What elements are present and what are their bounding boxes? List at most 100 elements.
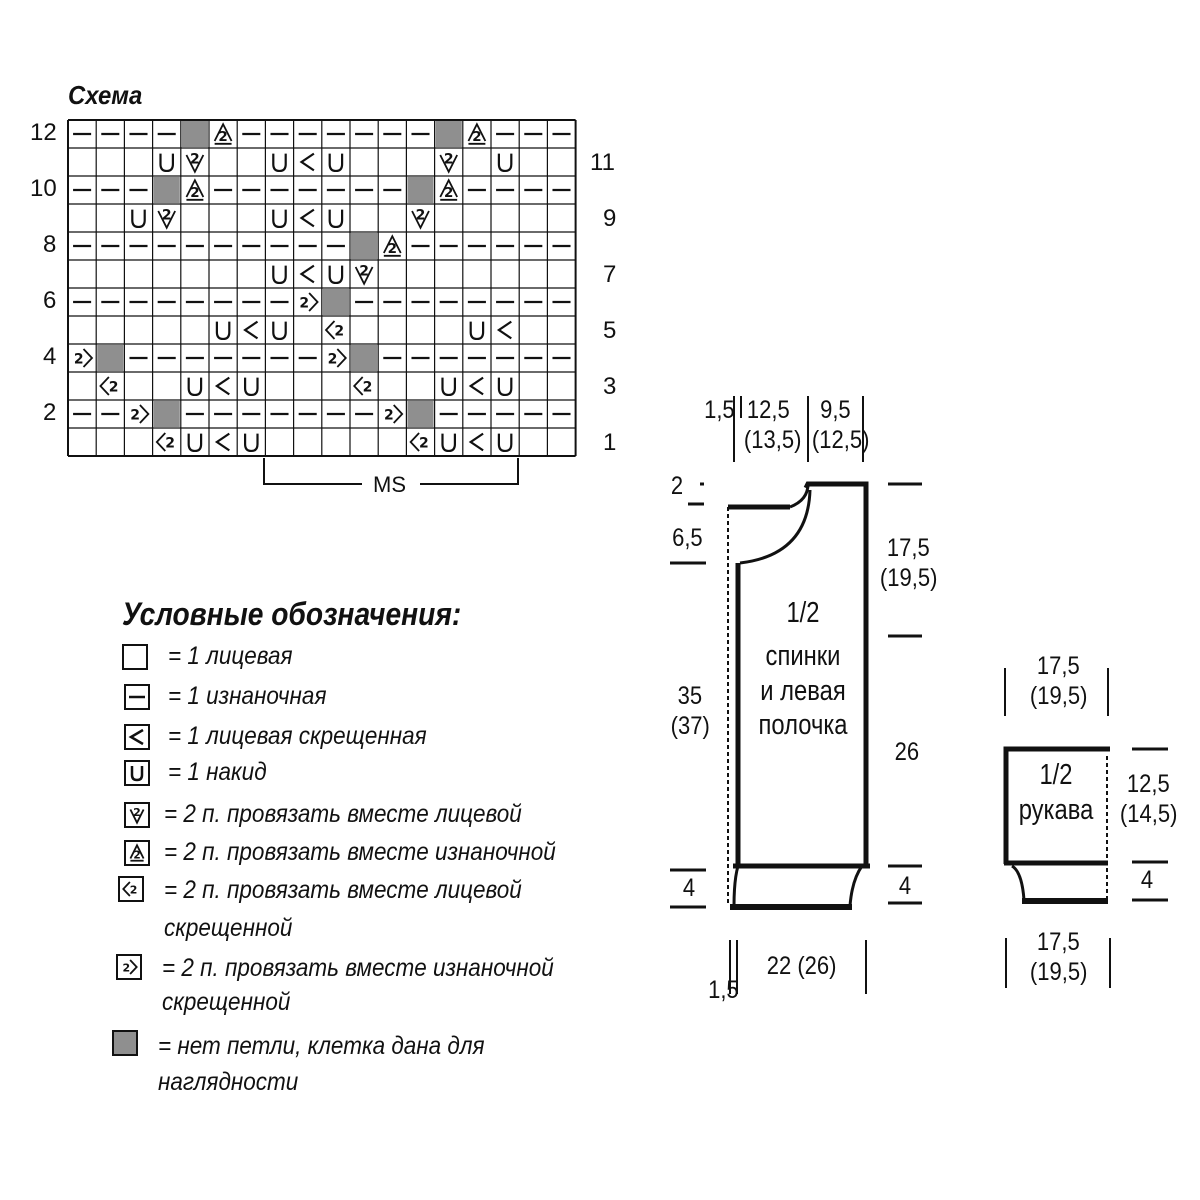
- svg-text:2: 2: [165, 436, 175, 452]
- legend-item-p2tog: = 2 п. провязать вместе изнаночной: [164, 838, 556, 866]
- dim-left-neck-depth: 6,5: [672, 524, 703, 552]
- back-label-line-3: и левая: [760, 674, 846, 707]
- legend-item-p2tog-tbl-line2: скрещенной: [162, 988, 291, 1016]
- less-than-icon: [124, 724, 150, 750]
- svg-text:2: 2: [334, 324, 344, 340]
- chart-cell: [181, 121, 208, 147]
- chart-cell: [299, 152, 315, 172]
- chart-cell: 2: [328, 348, 348, 368]
- chart-cell: [272, 265, 287, 285]
- k2tog-icon: 2: [124, 802, 150, 828]
- chart-cell: [322, 289, 349, 315]
- repeat-label: MS: [373, 472, 406, 497]
- chart-cell: 2: [213, 122, 233, 145]
- sleeve-pattern-label: 1/2 рукава: [1008, 758, 1104, 828]
- dim-left-length-alt: (37): [670, 712, 710, 740]
- legend-item-knit: = 1 лицевая: [168, 642, 293, 670]
- chart-cell: 2: [74, 348, 94, 368]
- row-number-2: 2: [43, 399, 57, 426]
- sleeve-dim-bottom: 17,5: [1036, 928, 1080, 956]
- repeat-bracket: [263, 458, 519, 485]
- chart-cell: [328, 209, 344, 229]
- chart-cell: 2: [185, 151, 205, 174]
- dim-top-neck: 12,5: [746, 396, 790, 424]
- p2tog-icon: 2: [124, 840, 150, 866]
- svg-text:2: 2: [419, 436, 429, 452]
- svg-text:2: 2: [162, 207, 172, 223]
- sleeve-label-line-1: 1/2: [1039, 759, 1073, 791]
- legend-item-k2tog: = 2 п. провязать вместе лицевой: [164, 800, 522, 828]
- chart-cell: 2: [467, 122, 487, 145]
- svg-text:2: 2: [133, 850, 140, 862]
- chart-cell: [299, 208, 315, 228]
- chart-cell: [351, 345, 378, 371]
- back-label-line-1: 1/2: [786, 597, 820, 629]
- svg-text:2: 2: [133, 806, 141, 819]
- sleeve-dim-top-alt: (19,5): [1029, 682, 1088, 710]
- svg-text:2: 2: [130, 408, 140, 424]
- chart-cell: [214, 432, 230, 452]
- chart-cell: 2: [130, 404, 150, 424]
- chart-cell: [441, 377, 457, 397]
- svg-text:2: 2: [190, 151, 200, 167]
- legend-title: Условные обозначения:: [122, 596, 462, 632]
- chart-cell: [153, 401, 180, 427]
- chart-cell: [407, 401, 434, 427]
- sleeve-dim-top: 17,5: [1036, 652, 1080, 680]
- sleeve-dim-bottom-alt: (19,5): [1029, 958, 1088, 986]
- chart-cell: [328, 265, 344, 285]
- legend-item-no-stitch: = нет петли, клетка дана для: [158, 1032, 485, 1060]
- chart-cell: [299, 264, 315, 284]
- legend-item-purl: = 1 изнаночная: [168, 682, 327, 710]
- row-number-1: 1: [603, 429, 617, 456]
- dim-bottom-edge: 1,5: [708, 976, 739, 1004]
- chart-cell: 2: [155, 432, 175, 452]
- dim-top-shoulder-left: 1,5: [704, 396, 735, 424]
- svg-text:2: 2: [444, 151, 454, 167]
- chart-cell: [215, 321, 231, 341]
- dim-right-armhole: 17,5: [886, 534, 930, 562]
- row-number-12: 12: [30, 119, 57, 146]
- svg-text:2: 2: [218, 130, 227, 145]
- dash-icon: [124, 684, 150, 710]
- dim-right-rib: 4: [898, 872, 912, 900]
- row-number-8: 8: [43, 231, 57, 258]
- dim-right-armhole-alt: (19,5): [879, 564, 938, 592]
- legend-item-p2tog-tbl: = 2 п. провязать вместе изнаночной: [162, 954, 554, 982]
- svg-text:2: 2: [130, 883, 138, 896]
- chart-cell: [187, 377, 203, 397]
- chart-cell: 2: [439, 178, 458, 201]
- chart-cell: [243, 433, 259, 453]
- legend-item-k2tog-tbl-line2: скрещенной: [164, 914, 293, 942]
- svg-text:2: 2: [363, 380, 373, 396]
- chart-cell: [214, 376, 230, 396]
- chart-cell: 2: [354, 263, 374, 286]
- chart-cell: 2: [383, 234, 402, 257]
- svg-text:2: 2: [74, 352, 84, 368]
- sleeve-dim-right-alt: (14,5): [1119, 800, 1178, 828]
- chart-cell: [468, 432, 484, 452]
- row-number-5: 5: [603, 317, 617, 344]
- legend-item-yo: = 1 накид: [168, 758, 267, 786]
- chart-cell: [187, 433, 203, 453]
- chart-cell: [497, 153, 513, 173]
- chart-cell: [497, 433, 513, 453]
- row-number-11: 11: [590, 149, 615, 176]
- chart-cell: [159, 153, 175, 173]
- row-number-10: 10: [30, 175, 57, 202]
- legend-item-k2tog-tbl: = 2 п. провязать вместе лицевой: [164, 876, 522, 904]
- chart-cell: 2: [439, 151, 458, 174]
- chart-cell: [328, 153, 344, 173]
- back-label-line-2: спинки: [765, 639, 841, 672]
- chart-cell: [97, 345, 124, 371]
- svg-text:2: 2: [190, 186, 199, 201]
- chart-cell: 2: [99, 376, 119, 396]
- grey-square-icon: [112, 1030, 138, 1056]
- dim-left-length: 35: [677, 682, 703, 710]
- svg-text:2: 2: [416, 207, 426, 223]
- chart-cell: [407, 177, 434, 203]
- p2tog-tbl-icon: 2: [116, 954, 142, 980]
- row-number-3: 3: [603, 373, 617, 400]
